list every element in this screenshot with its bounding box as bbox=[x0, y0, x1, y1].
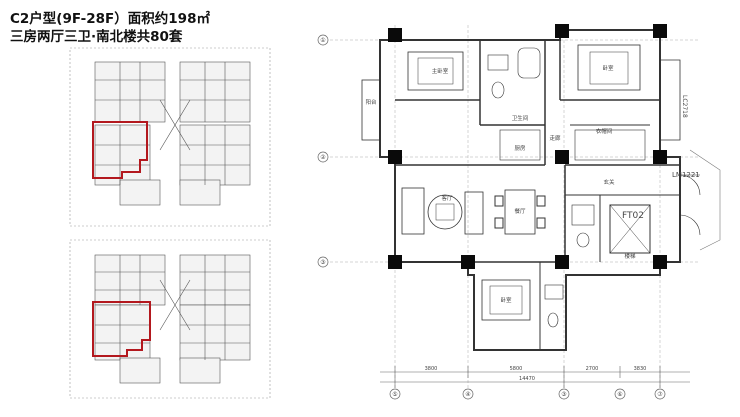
room-label-kitchen: 厨房 bbox=[514, 144, 526, 152]
room-label-dining: 餐厅 bbox=[514, 207, 526, 215]
unit-layout-count: 三房两厅三卫·南北楼共80套 bbox=[10, 29, 183, 45]
window-tag-lc: LC2718 bbox=[681, 95, 688, 118]
dimension-text: 14470 bbox=[519, 376, 535, 382]
grid-bubbles-left bbox=[317, 34, 329, 268]
room-label-foyer: 玄关 bbox=[603, 178, 615, 186]
highlight-unit-lower bbox=[92, 301, 151, 357]
fire-door-tag: FT02 bbox=[622, 211, 644, 221]
room-label-bedroom: 卧室 bbox=[602, 64, 614, 72]
grid-label-left: ① bbox=[320, 37, 325, 44]
grid-label-bottom: ⑦ bbox=[657, 391, 663, 398]
key-plan-lower bbox=[69, 239, 271, 399]
detailed-floor-plan bbox=[330, 25, 721, 390]
room-label-master-bedroom: 主卧室 bbox=[432, 67, 449, 75]
grid-label-bottom: ⑥ bbox=[617, 391, 622, 398]
unit-type-area: C2户型(9F-28F）面积约198㎡ bbox=[10, 11, 210, 27]
dimension-text: 3830 bbox=[634, 366, 647, 372]
structural-columns bbox=[388, 24, 667, 269]
grid-label-bottom: ③ bbox=[561, 391, 566, 398]
room-label-bath: 卫生间 bbox=[512, 114, 529, 122]
dimension-text: 2700 bbox=[586, 366, 599, 372]
grid-label-left: ② bbox=[320, 154, 326, 161]
dimension-text: 3800 bbox=[425, 366, 438, 372]
room-label-living: 客厅 bbox=[441, 194, 453, 202]
unit-title: C2户型(9F-28F）面积约198㎡ 三房两厅三卫·南北楼共80套 bbox=[10, 10, 210, 46]
room-label-bedroom-south: 卧室 bbox=[500, 296, 512, 304]
room-label-balcony: 阳台 bbox=[365, 98, 377, 106]
dimension-text: 5800 bbox=[510, 366, 523, 372]
dimension-lines bbox=[380, 366, 690, 388]
grid-label-bottom: ④ bbox=[465, 391, 470, 398]
door-tag-lm: LM1221 bbox=[672, 171, 700, 179]
grid-label-left: ③ bbox=[320, 259, 325, 266]
highlight-unit-upper bbox=[92, 121, 148, 179]
room-label-hall: 走廊 bbox=[549, 134, 561, 142]
room-label-stair: 楼梯 bbox=[624, 252, 636, 260]
grid-label-bottom: ⑤ bbox=[392, 391, 397, 398]
grid-bubbles-bottom bbox=[389, 388, 666, 400]
key-plan-upper bbox=[69, 47, 271, 227]
room-label-closet: 衣帽间 bbox=[596, 127, 613, 135]
